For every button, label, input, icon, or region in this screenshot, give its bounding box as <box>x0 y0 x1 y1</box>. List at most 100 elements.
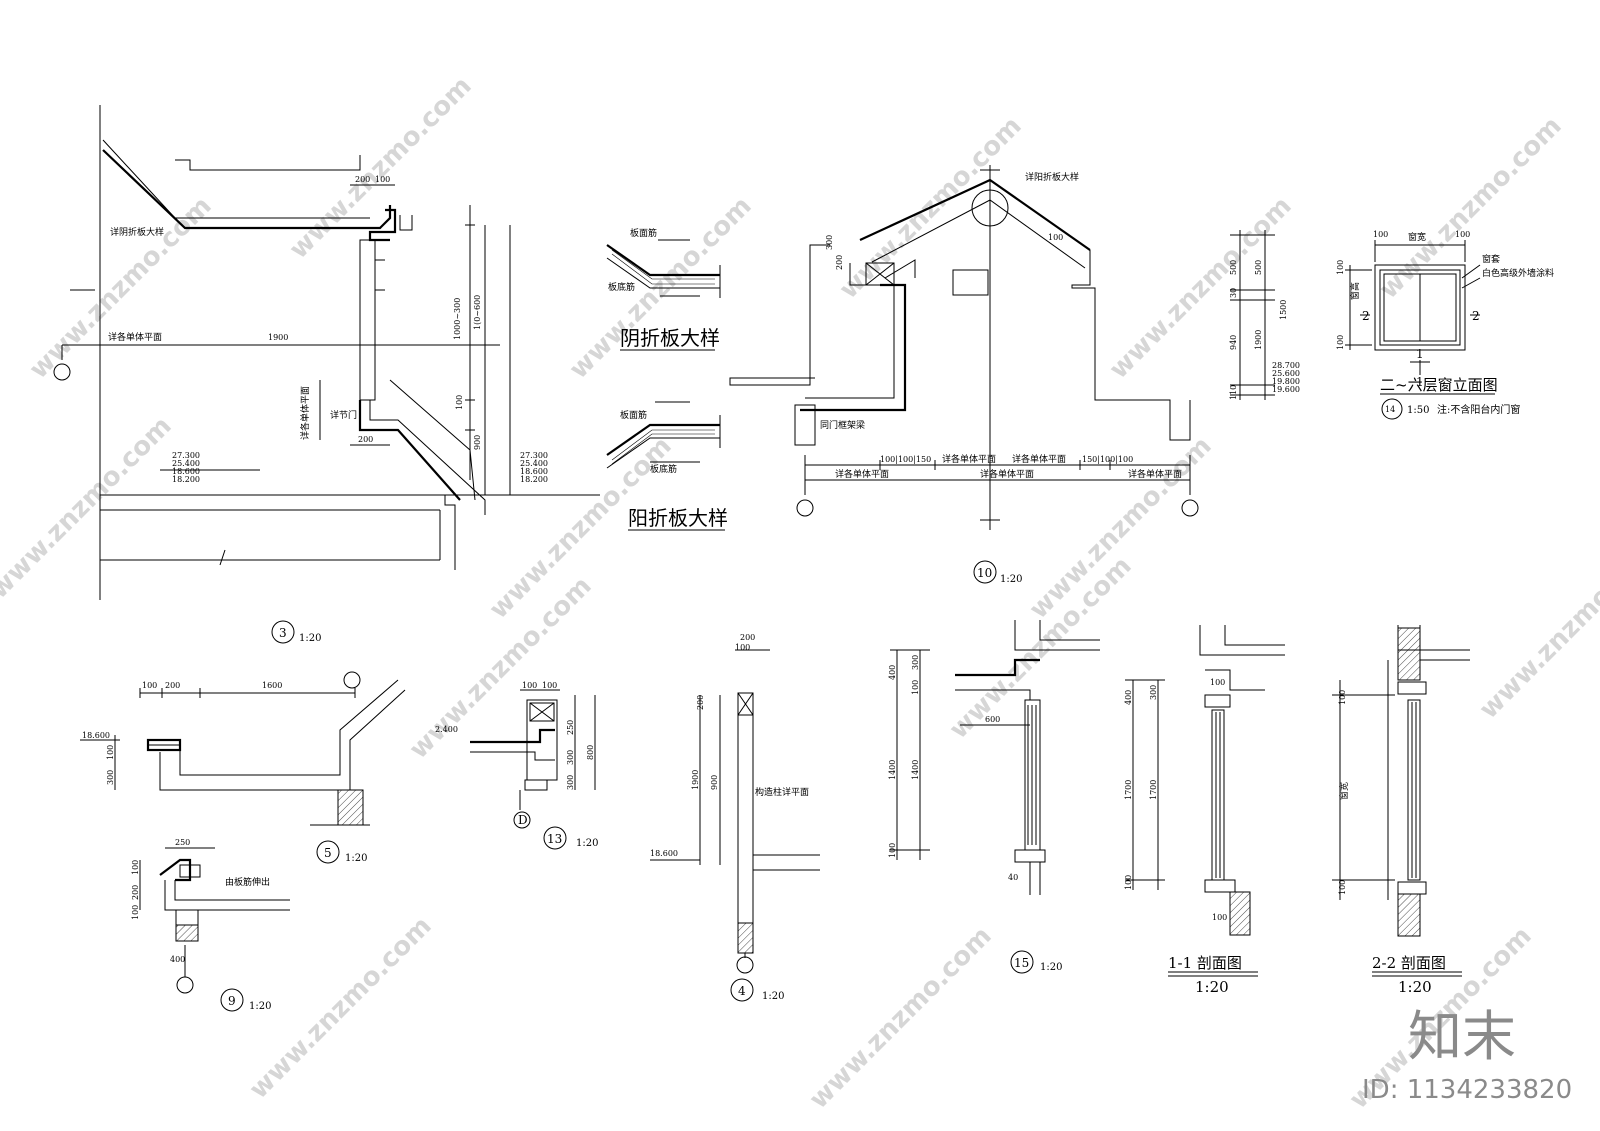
section-mark: 2 <box>1472 309 1480 323</box>
level-text: 18.600 <box>650 849 678 858</box>
dim-text: 100 <box>1338 690 1347 705</box>
level-text: 25.400 <box>520 459 548 468</box>
callout-text: 板底筋 <box>650 463 677 475</box>
detail-number-bubble <box>973 560 997 584</box>
watermark-text: www.znzmo.com <box>24 191 218 385</box>
dim-text: 1(0~600 <box>473 295 482 330</box>
dim-text: 100 <box>1212 913 1227 922</box>
level-text: 19.600 <box>1272 385 1300 394</box>
callout-text: 板底筋 <box>608 281 635 293</box>
level-text: 18.200 <box>520 475 548 484</box>
detail-number: 3 <box>279 626 287 640</box>
level-text: 18.600 <box>172 467 200 476</box>
dim-text: 100 <box>735 643 750 652</box>
level-text: 28.700 <box>1272 361 1300 370</box>
watermark-text: www.znzmo.com <box>284 71 478 265</box>
dim-text: 100 <box>1048 233 1063 242</box>
dim-text: 800 <box>586 745 595 760</box>
section-2-2: 100 窗宽 100 2-2 剖面图 1:20 <box>1332 625 1470 996</box>
dim-text: 30 <box>1229 288 1238 298</box>
level-text: 25.400 <box>172 459 200 468</box>
window-label: 白色高级外墙涂料 <box>1482 267 1554 279</box>
callout-text: 同门框架梁 <box>820 419 865 431</box>
dim-text: 110 <box>1229 385 1238 400</box>
callout-text: 详各单体平面 <box>942 453 996 465</box>
brand-logo: 知末 <box>1408 1005 1516 1068</box>
detail-scale: 1:20 <box>299 633 321 644</box>
dim-text: 200 <box>131 885 140 900</box>
axis-label: D <box>518 813 528 827</box>
dim-text: 100 <box>1124 875 1133 890</box>
callout-text: 详各单体平面 <box>835 468 889 480</box>
detail-scale: 1:20 <box>762 991 784 1002</box>
callout-text: 详各单体平面 <box>980 468 1034 480</box>
detail-number: 4 <box>738 984 746 998</box>
detail-number: 14 <box>1385 405 1395 414</box>
section-scale: 1:20 <box>1195 978 1229 996</box>
dim-text: 100 <box>131 860 140 875</box>
callout-text: 详各单体平面 <box>108 331 162 343</box>
level-text: 18.600 <box>520 467 548 476</box>
dim-text: 100 <box>1336 260 1345 275</box>
detail-number-bubble <box>1381 398 1403 420</box>
dim-text: 300 <box>825 235 834 250</box>
dim-text: 250 <box>175 838 190 847</box>
detail-13: 100 100 250 300 300 800 2.400 D 13 1:20 <box>435 681 598 850</box>
dim-text: 600 <box>985 715 1000 724</box>
dim-text: 100 <box>375 175 390 184</box>
section-scale: 1:20 <box>1398 978 1432 996</box>
detail-number-bubble <box>271 620 295 644</box>
detail-number: 10 <box>977 566 992 580</box>
image-id: ID: 1134233820 <box>1362 1075 1572 1105</box>
dim-text: 1700 <box>1149 780 1158 800</box>
detail-number: 13 <box>547 832 562 846</box>
dim-text: 200 <box>835 255 844 270</box>
level-text: 25.600 <box>1272 369 1300 378</box>
watermark-text: www.znzmo.com <box>1474 531 1600 725</box>
dim-text: 300 <box>566 775 575 790</box>
callout-text: 详阳折板大样 <box>1025 171 1079 183</box>
detail-title: 阳折板大样 <box>628 506 728 530</box>
level-text: 27.300 <box>520 451 548 460</box>
watermark-text: www.znzmo.com <box>244 911 438 1105</box>
window-label: 窗高 <box>1349 282 1361 300</box>
section-mark: 1 <box>1416 375 1424 389</box>
watermark-text: www.znzmo.com <box>944 551 1138 745</box>
section-title: 2-2 剖面图 <box>1372 954 1446 972</box>
callout-text: 详阴折板大样 <box>110 226 164 238</box>
section-title: 1-1 剖面图 <box>1168 954 1242 972</box>
dim-text: 400 <box>888 665 897 680</box>
detail-3: 200 100 1900 1000~300 1(0~600 100 900 20… <box>53 105 600 644</box>
callout-text: 构造柱详平面 <box>755 786 809 798</box>
detail-number: 9 <box>228 994 236 1008</box>
detail-4: 200 100 200 1900 900 构造柱详平面 18.600 4 1:2… <box>650 633 820 1002</box>
dim-text: 300 <box>566 750 575 765</box>
callout-text: 板面筋 <box>630 227 657 239</box>
dim-text: 250 <box>566 720 575 735</box>
dim-text: 100 <box>106 745 115 760</box>
dim-text: 1400 <box>888 760 897 780</box>
dimension-column: 500 500 940 1900 1500 30 110 28.700 25.6… <box>1229 230 1300 400</box>
watermark-text: www.znzmo.com <box>1104 191 1298 385</box>
detail-scale: 1:50 <box>1407 405 1429 416</box>
callout-text: 详各单体平面 <box>1012 453 1066 465</box>
callout-text: 详各单体平面 <box>1128 468 1182 480</box>
dim-text: 100 <box>1210 678 1225 687</box>
dim-text: 500 <box>1229 260 1238 275</box>
window-label: 窗套 <box>1482 253 1500 265</box>
dim-text: 100 <box>455 395 464 410</box>
detail-5: 100 200 1600 100 300 18.600 5 1:20 <box>80 671 406 864</box>
level-text: 27.300 <box>172 451 200 460</box>
dim-text: 940 <box>1229 335 1238 350</box>
dim-text: 100 <box>888 843 897 858</box>
dim-text: 100|100|150 <box>880 455 931 464</box>
detail-number-bubble <box>730 978 754 1002</box>
dim-text: 900 <box>473 435 482 450</box>
level-text: 18.200 <box>172 475 200 484</box>
dim-text: 200 <box>165 681 180 690</box>
dim-text: 300 <box>911 655 920 670</box>
dim-text: 1700 <box>1124 780 1133 800</box>
detail-9: 250 400 100 200 100 由板筋伸出 9 1:20 <box>131 838 290 1012</box>
callout-text: 板面筋 <box>620 409 647 421</box>
